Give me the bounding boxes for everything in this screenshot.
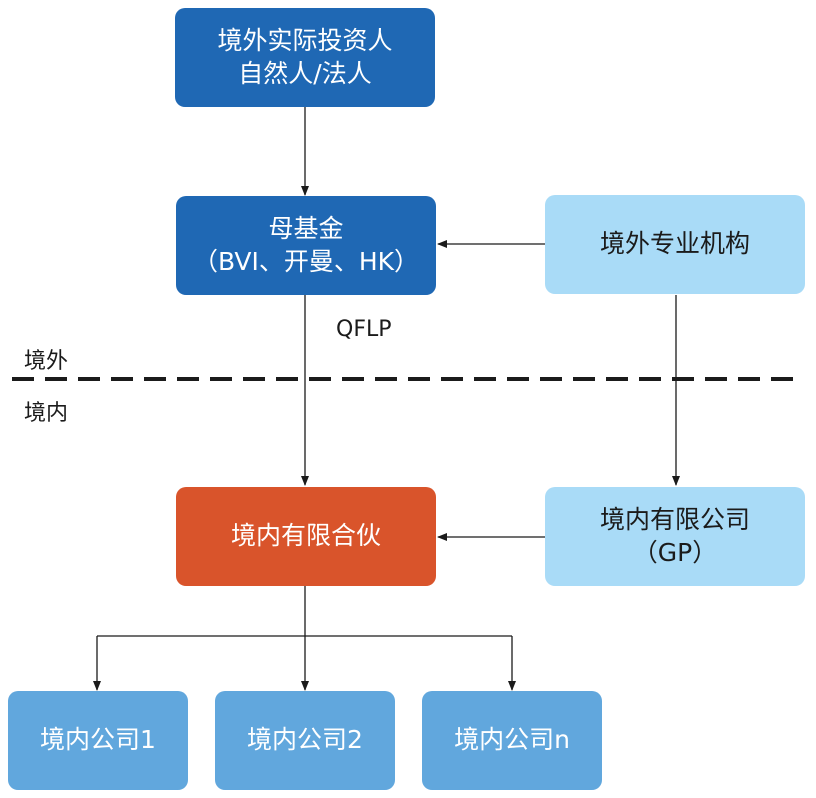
onshore-label: 境内 xyxy=(24,401,69,426)
domestic-gp-line1: 境内有限公司 xyxy=(599,505,750,534)
domestic-lp-node: 境内有限合伙 xyxy=(176,487,436,586)
foreign-institution-node: 境外专业机构 xyxy=(545,195,805,294)
mother-fund-line2: （BVI、开曼、HK） xyxy=(192,246,420,276)
offshore-label: 境外 xyxy=(24,349,69,374)
investor-node: 境外实际投资人 自然人/法人 xyxy=(175,8,435,107)
foreign-institution-label: 境外专业机构 xyxy=(599,229,750,259)
domestic-lp-label: 境内有限合伙 xyxy=(230,521,381,551)
company1-label: 境内公司1 xyxy=(40,725,156,755)
companyn-label: 境内公司n xyxy=(454,725,570,755)
domestic-gp-line2: （GP） xyxy=(632,537,718,567)
mother-fund-line1: 母基金 xyxy=(268,214,344,243)
company2-node: 境内公司2 xyxy=(215,691,395,790)
company2-label: 境内公司2 xyxy=(247,725,363,755)
company1-node: 境内公司1 xyxy=(8,691,188,790)
domestic-gp-node: 境内有限公司 （GP） xyxy=(545,487,805,586)
investor-line2: 自然人/法人 xyxy=(238,58,372,88)
companyn-node: 境内公司n xyxy=(422,691,602,790)
mother-fund-node: 母基金 （BVI、开曼、HK） xyxy=(176,196,436,295)
qflp-label: QFLP xyxy=(336,317,392,342)
investor-line1: 境外实际投资人 xyxy=(217,26,393,55)
